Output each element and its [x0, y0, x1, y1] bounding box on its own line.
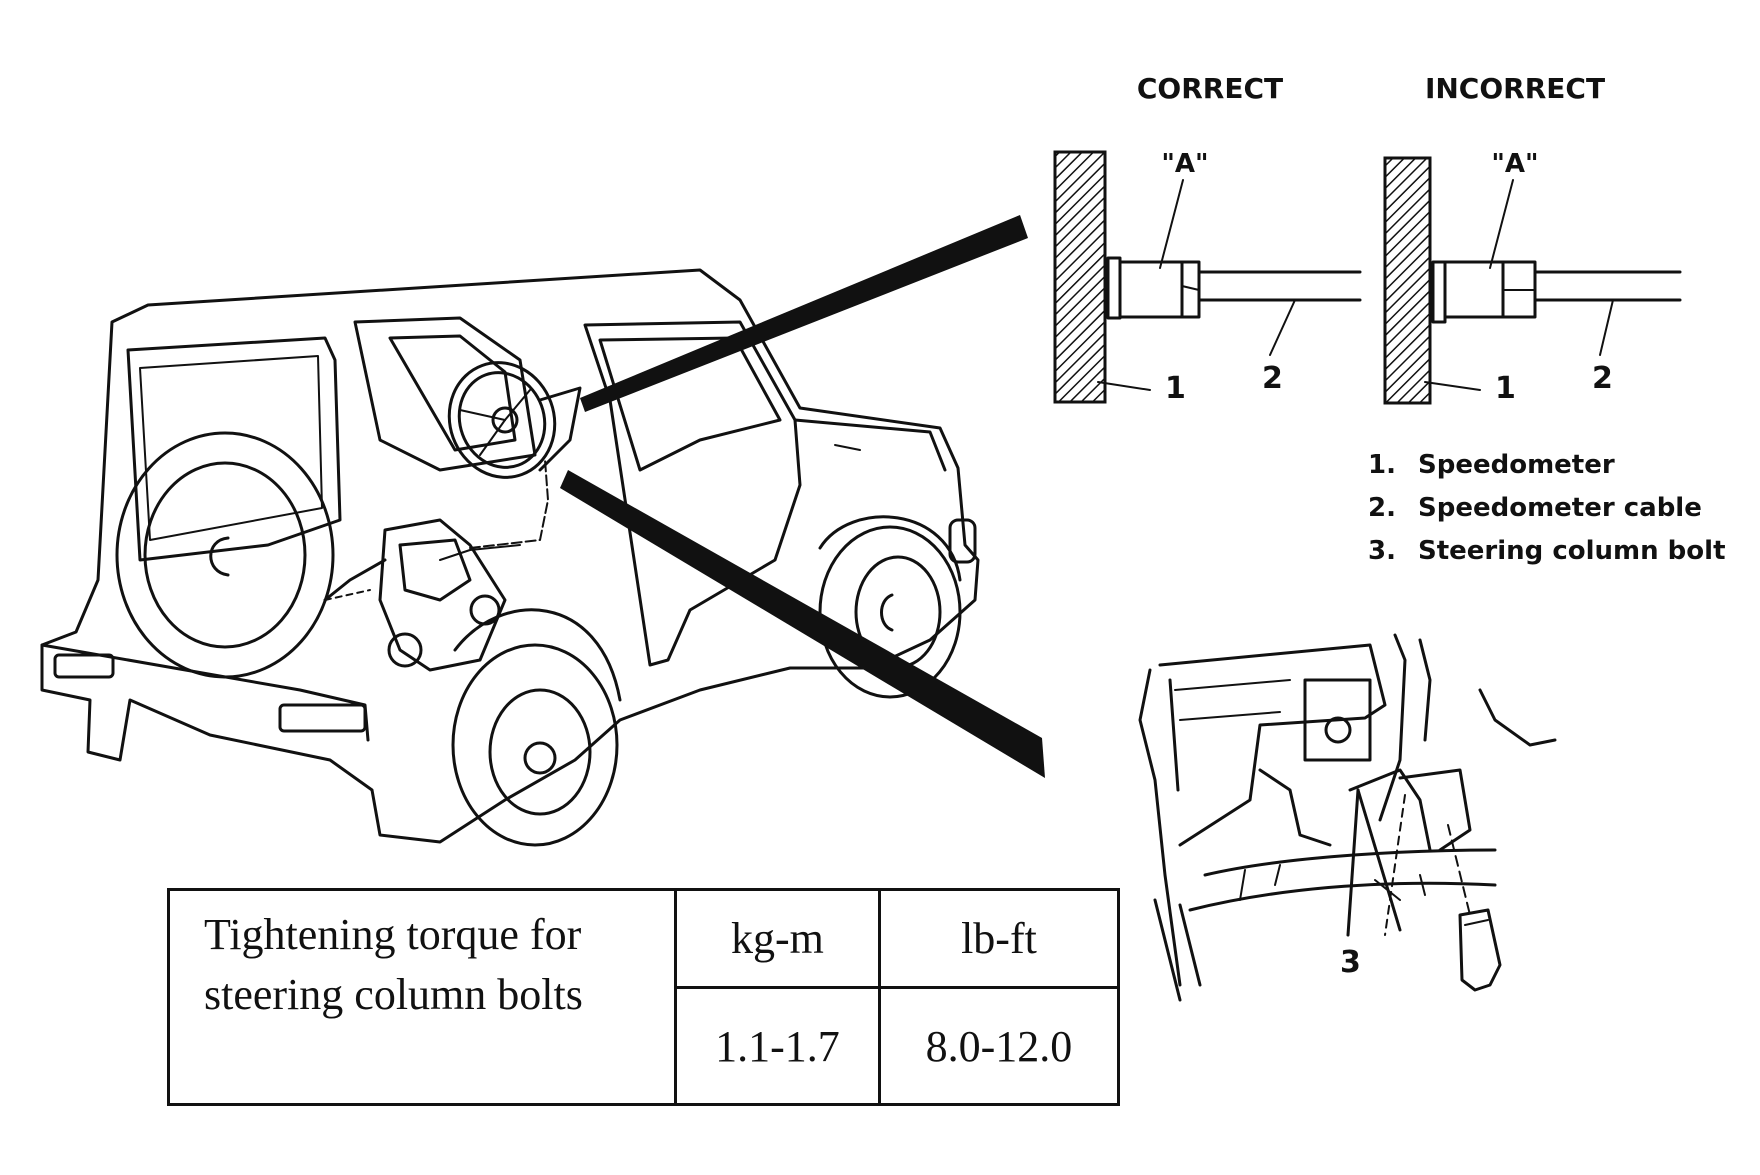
column-header-kgm: kg-m [674, 888, 881, 989]
legend-num-2: 2. [1368, 493, 1396, 523]
legend-num-1: 1. [1368, 450, 1396, 480]
speedometer-housing-icon [1431, 260, 1537, 324]
steering-column-detail: 3 [1138, 633, 1557, 1002]
bolt-icon [1458, 908, 1502, 992]
torque-label: Tightening torque for steering column bo… [167, 888, 677, 1106]
transmission-assembly [323, 518, 521, 672]
value-lbft: 8.0-12.0 [877, 986, 1121, 1106]
firewall-hatch [1053, 150, 1107, 404]
vehicle-drawing [40, 268, 980, 847]
correct-title: CORRECT [1137, 72, 1283, 105]
incorrect-callout-2: 2 [1592, 361, 1613, 396]
incorrect-title: INCORRECT [1425, 72, 1605, 105]
value-kgm: 1.1-1.7 [674, 986, 881, 1106]
correct-mark-a: "A" [1161, 149, 1208, 179]
torque-table: Tightening torque for steering column bo… [167, 888, 1121, 1106]
detail-callout-3: 3 [1340, 945, 1361, 980]
incorrect-panel: INCORRECT "A" 1 2 [1383, 72, 1682, 406]
legend-text-2: Speedometer cable [1418, 493, 1702, 523]
legend-text-3: Steering column bolt [1418, 536, 1726, 566]
firewall-hatch [1383, 156, 1432, 405]
legend: 1. Speedometer 2. Speedometer cable 3. S… [1368, 450, 1726, 566]
legend-text-1: Speedometer [1418, 450, 1615, 480]
legend-num-3: 3. [1368, 536, 1396, 566]
correct-panel: CORRECT "A" 1 2 [1053, 72, 1362, 406]
speedometer-housing-icon [1106, 256, 1201, 320]
column-header-lbft: lb-ft [877, 888, 1121, 989]
steering-wheel-icon [447, 361, 582, 479]
correct-callout-2: 2 [1262, 361, 1283, 396]
incorrect-mark-a: "A" [1491, 149, 1538, 179]
callout-wedges [560, 215, 1045, 778]
incorrect-callout-1: 1 [1495, 371, 1516, 406]
correct-callout-1: 1 [1165, 371, 1186, 406]
